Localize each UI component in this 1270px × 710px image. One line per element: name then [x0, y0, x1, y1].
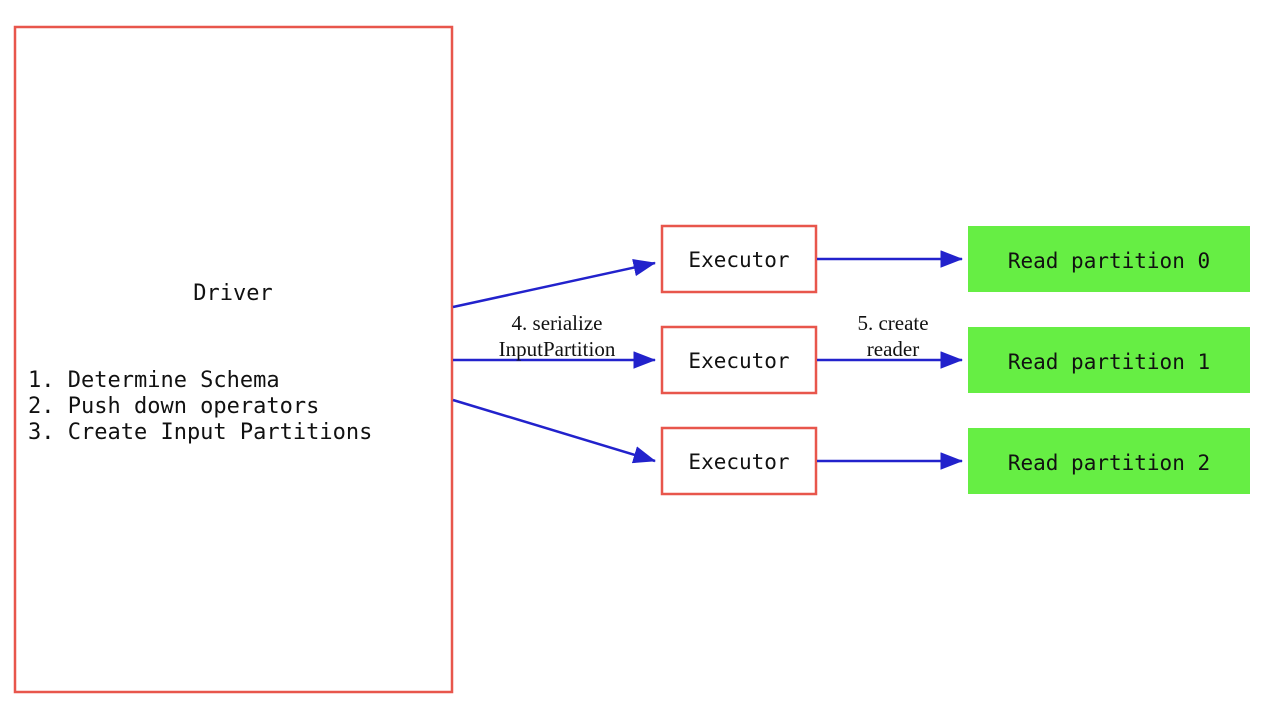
arrow-driver-to-executor-2 — [452, 398, 656, 464]
edge-label-serialize-line1: 4. serialize — [512, 311, 603, 335]
executor-box-1 — [660, 325, 818, 395]
executor-label-0: Executor — [688, 248, 789, 272]
edge-label-serialize-line2: InputPartition — [499, 337, 616, 361]
partition-box-2 — [968, 428, 1250, 494]
driver-step-3: 3. Create Input Partitions — [28, 420, 372, 445]
partition-box-1 — [968, 327, 1250, 393]
driver-step-2: 2. Push down operators — [28, 394, 319, 419]
edge-label-create-reader-line2: reader — [867, 337, 919, 361]
partition-label-2: Read partition 2 — [1008, 451, 1210, 475]
executor-box-2 — [660, 426, 818, 496]
arrow-driver-to-executor-0 — [452, 259, 656, 309]
executor-label-2: Executor — [688, 450, 789, 474]
executor-box-0 — [660, 224, 818, 294]
driver-step-1: 1. Determine Schema — [28, 368, 280, 393]
edge-label-create-reader-line1: 5. create — [857, 311, 928, 335]
partition-label-1: Read partition 1 — [1008, 350, 1210, 374]
partition-box-0 — [968, 226, 1250, 292]
partition-label-0: Read partition 0 — [1008, 249, 1210, 273]
executor-label-1: Executor — [688, 349, 789, 373]
driver-title: Driver — [193, 281, 272, 306]
driver-box — [13, 25, 454, 694]
